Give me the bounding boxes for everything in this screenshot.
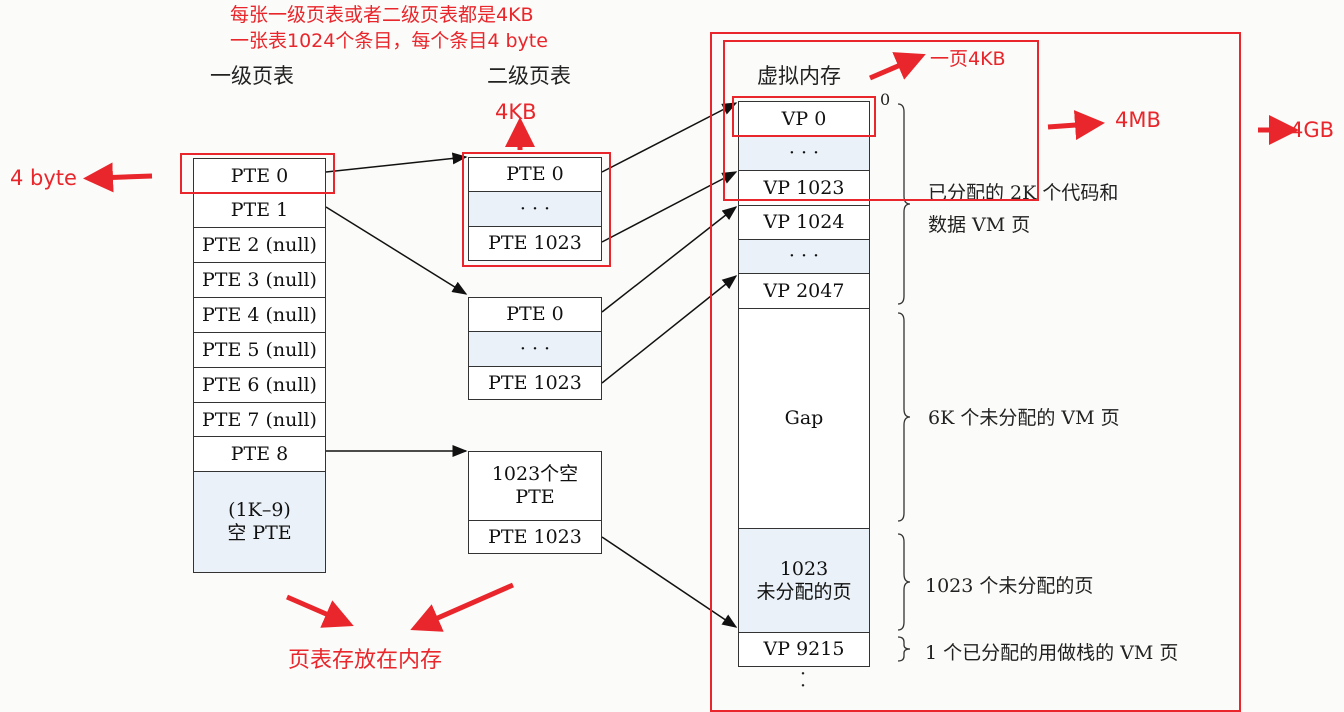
arrow-l2b1023-vp2047: [601, 275, 738, 384]
l2c-row: PTE 1023: [468, 520, 602, 554]
brace-label: 已分配的 2K 个代码和: [928, 182, 1119, 204]
l2a-row: PTE 1023: [468, 226, 602, 261]
level1-title: 一级页表: [210, 64, 294, 88]
highlight-4mb: [723, 40, 1039, 201]
brace-label: 1023 个未分配的页: [925, 575, 1094, 597]
l1-row: PTE 1: [193, 192, 326, 228]
l2b-row: · · ·: [468, 331, 602, 367]
l1-row-empty: (1K–9) 空 PTE: [193, 471, 326, 573]
arrow-l2a0-vp0: [601, 102, 738, 173]
l2b-row: PTE 1023: [468, 366, 602, 400]
arrow-l2c1023-vp9215: [601, 536, 738, 628]
note-page-4kb: 一页4KB: [930, 48, 1006, 70]
l1-row: PTE 4 (null): [193, 297, 326, 333]
l2a-row: · · ·: [468, 191, 602, 227]
note-4gb: 4GB: [1290, 118, 1335, 142]
l2b-row: PTE 0: [468, 297, 602, 332]
vm-unallocated: 1023 未分配的页: [738, 528, 870, 633]
highlight-l2-table: [462, 152, 611, 267]
note-4mb: 4MB: [1115, 108, 1161, 132]
brace-label: 6K 个未分配的 VM 页: [928, 407, 1120, 429]
note-tables-in-memory: 页表存放在内存: [288, 648, 443, 673]
l1-row: PTE 7 (null): [193, 402, 326, 438]
arrow-pte1-to-l2b: [325, 206, 468, 295]
braces: [897, 103, 911, 662]
level2-title: 二级页表: [487, 64, 571, 88]
l1-row: PTE 5 (null): [193, 332, 326, 368]
note-4kb: 4KB: [495, 100, 537, 124]
vm-row: VP 1024: [738, 205, 870, 240]
l1-row: PTE 2 (null): [193, 227, 326, 263]
brace-label: 1 个已分配的用做栈的 VM 页: [925, 642, 1179, 664]
vm-gap: Gap: [738, 308, 870, 529]
highlight-pte0: [180, 153, 335, 194]
l1-row: PTE 8: [193, 436, 326, 472]
arrow-l2a1023-vp1023: [601, 171, 738, 243]
vm-zero-label: 0: [880, 90, 891, 109]
vm-row: · · ·: [738, 239, 870, 274]
l1-row: PTE 6 (null): [193, 367, 326, 403]
vm-row: VP 2047: [738, 273, 870, 309]
vm-row: VP 9215: [738, 632, 870, 667]
brace-label: 数据 VM 页: [928, 214, 1031, 236]
highlight-vp0: [732, 96, 876, 137]
vm-title: 虚拟内存: [757, 64, 841, 88]
l1-row: PTE 3 (null): [193, 262, 326, 298]
note-entry-count: 一张表1024个条目，每个条目4 byte: [230, 30, 548, 52]
note-4-byte: 4 byte: [10, 166, 77, 190]
l2c-row: 1023个空 PTE: [468, 451, 602, 521]
arrow-pte0-to-l2a: [325, 152, 468, 173]
note-table-size: 每张一级页表或者二级页表都是4KB: [230, 4, 534, 26]
arrow-l2b0-vp1024: [601, 206, 738, 313]
vm-continuation: · ·: [800, 663, 807, 697]
vm-row: VP 0: [738, 101, 870, 137]
